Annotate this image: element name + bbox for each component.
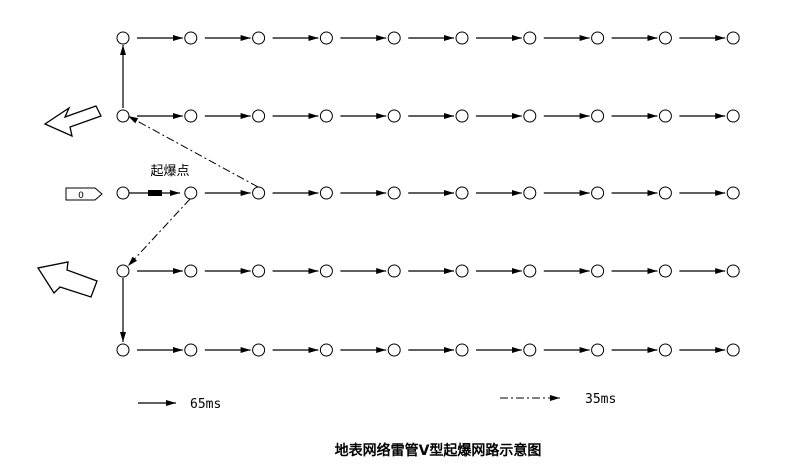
blast-hole: [523, 186, 537, 200]
blast-hole: [387, 31, 401, 45]
branch-line-down: [127, 198, 191, 267]
blast-hole: [591, 31, 605, 45]
start-point-label: 起爆点: [150, 164, 189, 179]
blast-hole: [184, 109, 198, 123]
blast-hole: [252, 186, 266, 200]
arrow-left-icon: [43, 105, 102, 138]
blast-hole: [726, 186, 740, 200]
blast-hole: [184, 31, 198, 45]
blast-hole: [726, 31, 740, 45]
blast-hole: [523, 343, 537, 357]
blast-hole: [319, 186, 333, 200]
blast-hole: [116, 186, 130, 200]
blast-hole: [319, 343, 333, 357]
blast-hole: [116, 264, 130, 278]
blast-hole: [726, 343, 740, 357]
blast-hole: [658, 264, 672, 278]
blast-hole: [319, 31, 333, 45]
blast-hole: [184, 186, 198, 200]
blast-hole: [116, 31, 130, 45]
blast-hole: [387, 109, 401, 123]
blast-hole: [184, 264, 198, 278]
blast-hole: [387, 186, 401, 200]
blast-hole: [658, 343, 672, 357]
blast-hole: [252, 31, 266, 45]
blast-hole: [387, 264, 401, 278]
blast-hole: [726, 109, 740, 123]
blast-hole: [523, 31, 537, 45]
initiation-block: [148, 190, 162, 196]
blast-hole: [184, 343, 198, 357]
blast-hole: [455, 186, 469, 200]
blast-hole: [252, 343, 266, 357]
detonator-icon: [65, 187, 103, 201]
blast-hole: [455, 31, 469, 45]
blast-hole: [116, 109, 130, 123]
legend: 65ms 35ms: [138, 392, 616, 412]
blast-hole: [523, 264, 537, 278]
blast-hole: [455, 109, 469, 123]
blast-hole: [591, 109, 605, 123]
blast-hole: [252, 264, 266, 278]
blast-hole: [252, 109, 266, 123]
hole-grid: [116, 31, 740, 357]
blast-hole: [455, 343, 469, 357]
blast-hole: [658, 186, 672, 200]
blast-hole: [319, 109, 333, 123]
arrow-left-icon: [36, 261, 98, 298]
blast-hole: [591, 264, 605, 278]
blast-hole: [726, 264, 740, 278]
legend-dashdot-label: 35ms: [585, 392, 616, 407]
blast-hole: [116, 343, 130, 357]
blast-hole: [658, 109, 672, 123]
legend-solid-label: 65ms: [190, 397, 221, 412]
branch-line-up: [127, 115, 259, 188]
blast-hole: [658, 31, 672, 45]
blast-hole: [455, 264, 469, 278]
diagram-title: 地表网络雷管V型起爆网路示意图: [335, 442, 542, 459]
detonator-label: 0: [78, 191, 84, 201]
blast-hole: [319, 264, 333, 278]
blast-hole: [591, 186, 605, 200]
blast-hole: [387, 343, 401, 357]
blast-hole: [523, 109, 537, 123]
blast-hole: [591, 343, 605, 357]
